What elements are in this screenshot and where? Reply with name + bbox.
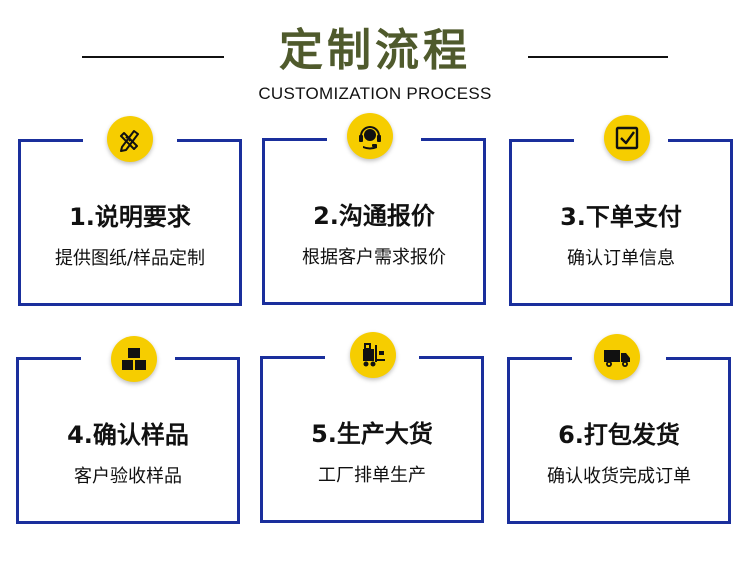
step-title: 1.说明要求	[69, 203, 191, 231]
step-card-6: 6.打包发货 确认收货完成订单	[507, 357, 731, 524]
checklist-icon	[604, 115, 650, 161]
page-title: 定制流程	[279, 25, 471, 76]
step-title: 3.下单支付	[560, 203, 682, 231]
pencil-ruler-icon	[107, 116, 153, 162]
step-card-2: 2.沟通报价 根据客户需求报价	[262, 138, 486, 305]
step-desc: 确认收货完成订单	[547, 466, 691, 487]
page-subtitle: CUSTOMIZATION PROCESS	[258, 84, 492, 103]
title-line-left	[82, 56, 224, 58]
step-desc: 根据客户需求报价	[302, 247, 446, 268]
step-desc: 提供图纸/样品定制	[54, 248, 206, 269]
step-desc: 客户验收样品	[74, 466, 182, 487]
step-title: 5.生产大货	[311, 420, 433, 448]
step-title: 6.打包发货	[558, 421, 680, 449]
step-card-4: 4.确认样品 客户验收样品	[16, 357, 240, 524]
step-card-3: 3.下单支付 确认订单信息	[509, 139, 733, 306]
step-card-1: 1.说明要求 提供图纸/样品定制	[18, 139, 242, 306]
step-desc: 工厂排单生产	[318, 465, 426, 486]
step-title: 2.沟通报价	[313, 202, 435, 230]
truck-icon	[594, 334, 640, 380]
forklift-icon	[350, 332, 396, 378]
step-card-5: 5.生产大货 工厂排单生产	[260, 356, 484, 523]
step-title: 4.确认样品	[67, 421, 189, 449]
step-desc: 确认订单信息	[567, 248, 675, 269]
title-line-right	[528, 56, 668, 58]
boxes-icon	[111, 336, 157, 382]
headset-icon	[347, 113, 393, 159]
